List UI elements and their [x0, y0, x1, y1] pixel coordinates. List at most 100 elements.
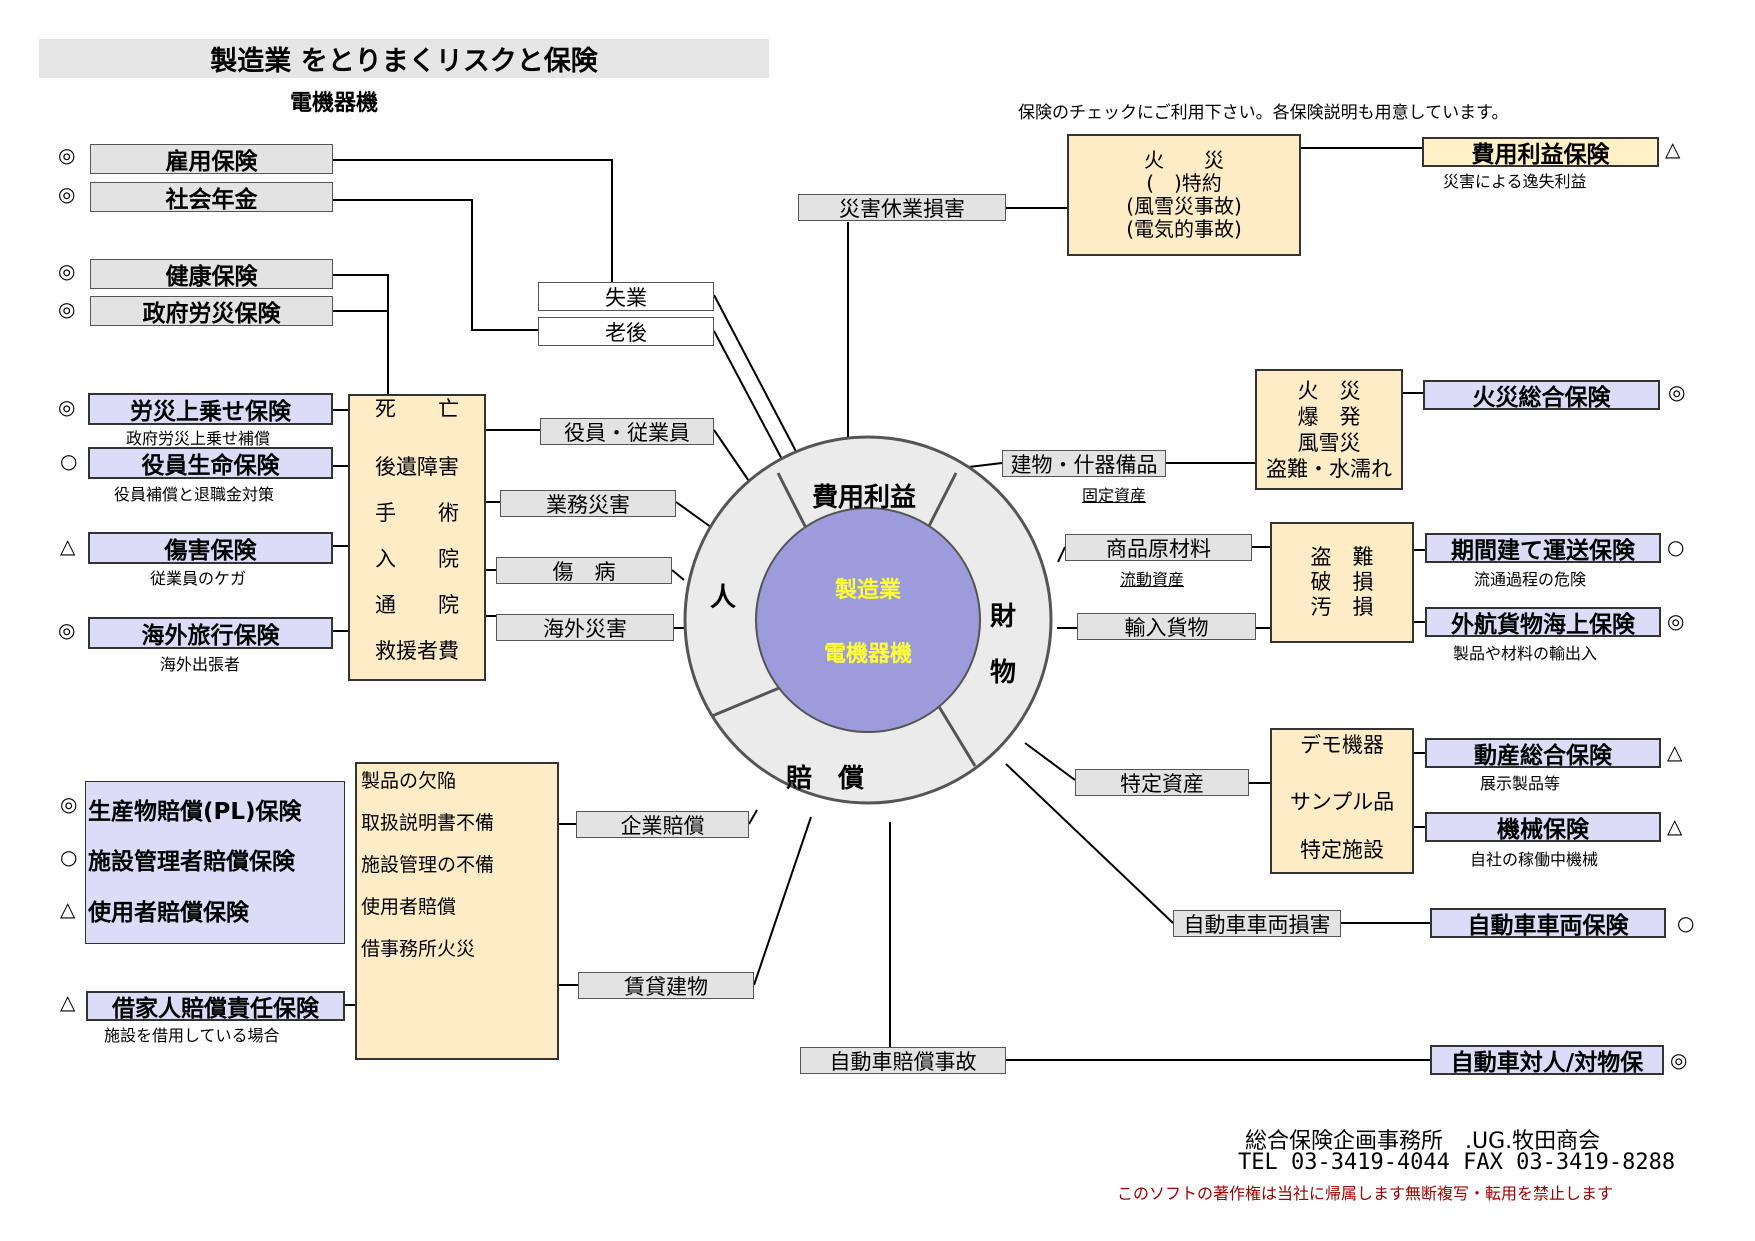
rousai-uwanose-mark: ◎ [58, 395, 76, 419]
cause-electrical: (電気的事故) [1126, 217, 1242, 241]
cause-demo: デモ機器 [1300, 733, 1384, 757]
page-title: 製造業 をとりまくリスクと保険 [39, 39, 769, 78]
cause-facility: 特定施設 [1300, 838, 1384, 862]
transport-insurance-box[interactable]: 期間建て運送保険 [1425, 533, 1661, 564]
shougai-mark: △ [60, 534, 76, 558]
cause-product-defect: 製品の欠陥 [361, 770, 457, 792]
nenkin-insurance-box[interactable]: 社会年金 [90, 182, 333, 213]
hub-segment-property-1: 財 [990, 602, 1017, 632]
instruction-text: 保険のチェックにご利用下さい。各保険説明も用意しています。 [1018, 103, 1509, 123]
transport-note: 流通過程の危険 [1474, 570, 1587, 589]
pl-mark: ◎ [60, 792, 78, 816]
risk-old-age[interactable]: 老後 [538, 317, 714, 346]
pl-insurance-item[interactable]: 生産物賠償(PL)保険 [88, 799, 302, 825]
cause-surgery: 手 術 [375, 501, 459, 525]
shougai-note: 従業員のケガ [150, 569, 247, 588]
koyou-mark: ◎ [58, 143, 76, 167]
risk-officers-employees[interactable]: 役員・従業員 [540, 418, 714, 445]
cause-hospital: 入 院 [375, 547, 459, 571]
vehicle-insurance-box[interactable]: 自動車車両保険 [1430, 908, 1666, 939]
risk-imported-cargo[interactable]: 輸入貨物 [1077, 613, 1256, 640]
hub-segment-people: 人 [710, 583, 737, 613]
marine-note: 製品や材料の輸出入 [1453, 644, 1598, 663]
movables-insurance-box[interactable]: 動産総合保険 [1425, 738, 1661, 769]
koyou-insurance-box[interactable]: 雇用保険 [90, 144, 333, 175]
kenkou-mark: ◎ [58, 259, 76, 283]
facility-mark: ○ [60, 845, 78, 869]
transport-mark: ○ [1667, 535, 1685, 559]
footer-company: 総合保険企画事務所 .UG.牧田商会 [1245, 1129, 1601, 1154]
liability-causes-box: 製品の欠陥 取扱説明書不備 施設管理の不備 使用者賠償 借事務所火災 [355, 762, 559, 1060]
kaigai-insurance-box[interactable]: 海外旅行保険 [88, 617, 333, 649]
marine-insurance-box[interactable]: 外航貨物海上保険 [1425, 607, 1661, 638]
rousai-uwanose-insurance-box[interactable]: 労災上乗せ保険 [88, 393, 333, 425]
risk-goods-materials[interactable]: 商品原材料 [1065, 534, 1252, 561]
current-assets-label: 流動資産 [1120, 570, 1185, 589]
risk-rented-building[interactable]: 賃貸建物 [578, 972, 754, 999]
fire-mark: ◎ [1668, 380, 1686, 404]
hub-segment-liability: 賠 償 [786, 764, 865, 794]
shakuya-insurance-box[interactable]: 借家人賠償責任保険 [86, 991, 345, 1022]
cause-explosion: 爆 発 [1297, 404, 1361, 429]
hub-segment-property-2: 物 [990, 658, 1017, 688]
cause-rescue: 救援者費 [375, 639, 459, 663]
cause-fire: 火 災 [1144, 148, 1224, 172]
cause-outpatient: 通 院 [375, 593, 459, 617]
machinery-mark: △ [1667, 814, 1683, 838]
cause-breakage: 破 損 [1310, 570, 1374, 594]
hub-core-label: 製造業 電機器機 [770, 558, 966, 682]
cause-manual-defect: 取扱説明書不備 [361, 812, 495, 834]
risk-overseas-accident[interactable]: 海外災害 [496, 614, 674, 641]
vehicle-liability-mark: ◎ [1670, 1048, 1688, 1072]
special-causes-box: デモ機器 サンプル品 特定施設 [1270, 728, 1414, 874]
hub-segment-expense: 費用利益 [812, 483, 917, 513]
yakuin-note: 役員補償と退職金対策 [114, 485, 275, 504]
risk-vehicle-damage[interactable]: 自動車車両損害 [1173, 910, 1341, 937]
risk-business-interruption[interactable]: 災害休業損害 [798, 194, 1006, 221]
risk-unemployment[interactable]: 失業 [538, 282, 714, 311]
rousai-insurance-box[interactable]: 政府労災保険 [90, 296, 333, 327]
fire-insurance-box[interactable]: 火災総合保険 [1423, 380, 1660, 411]
theft-causes-box: 盗 難 破 損 汚 損 [1270, 522, 1414, 643]
kaigai-mark: ◎ [58, 618, 76, 642]
risk-work-accident[interactable]: 業務災害 [500, 490, 676, 517]
risk-vehicle-liability[interactable]: 自動車賠償事故 [800, 1047, 1006, 1074]
movables-mark: △ [1667, 740, 1683, 764]
fixed-assets-label: 固定資産 [1082, 486, 1147, 505]
expense-causes-box: 火 災 ( )特約 (風雪災事故) (電気的事故) [1067, 134, 1301, 256]
cause-facility-defect: 施設管理の不備 [361, 854, 495, 876]
risk-injury-illness[interactable]: 傷 病 [496, 557, 672, 584]
vehicle-liability-insurance-box[interactable]: 自動車対人/対物保 [1430, 1045, 1664, 1076]
people-causes-box: 死 亡 後遺障害 手 術 入 院 通 院 救援者費 [348, 394, 486, 681]
cause-storm: 風雪災 [1297, 430, 1361, 455]
machinery-insurance-box[interactable]: 機械保険 [1425, 812, 1661, 843]
footer-contact: TEL 03-3419-4044 FAX 03-3419-8288 [1238, 1150, 1676, 1175]
fire-causes-box: 火 災 爆 発 風雪災 盗難・水濡れ [1255, 369, 1403, 490]
yakuin-insurance-box[interactable]: 役員生命保険 [88, 447, 333, 479]
core-line2: 電機器機 [823, 642, 912, 667]
rousai-uwanose-note: 政府労災上乗せ補償 [126, 429, 271, 448]
risk-buildings-fixtures[interactable]: 建物・什器備品 [1002, 450, 1166, 477]
shakuya-note: 施設を借用している場合 [104, 1026, 280, 1045]
cause-theft: 盗 難 [1310, 545, 1374, 569]
facility-insurance-item[interactable]: 施設管理者賠償保険 [88, 849, 295, 875]
employer-insurance-item[interactable]: 使用者賠償保険 [88, 900, 249, 926]
profit-insurance-box[interactable]: 費用利益保険 [1422, 137, 1659, 168]
cause-special-rider: ( )特約 [1146, 171, 1222, 195]
risk-special-assets[interactable]: 特定資産 [1075, 769, 1249, 796]
core-line1: 製造業 [834, 578, 901, 603]
yakuin-mark: ○ [60, 449, 78, 473]
pl-insurance-panel [85, 781, 345, 944]
cause-fire-2: 火 災 [1297, 378, 1361, 403]
kenkou-insurance-box[interactable]: 健康保険 [90, 259, 333, 290]
cause-disability: 後遺障害 [375, 455, 459, 479]
profit-note: 災害による逸失利益 [1443, 172, 1587, 191]
shougai-insurance-box[interactable]: 傷害保険 [88, 532, 333, 564]
risk-corporate-liability[interactable]: 企業賠償 [576, 811, 749, 838]
cause-employer: 使用者賠償 [361, 896, 457, 918]
machinery-note: 自社の稼働中機械 [1470, 850, 1599, 869]
nenkin-mark: ◎ [58, 182, 76, 206]
vehicle-mark: ○ [1677, 911, 1695, 935]
